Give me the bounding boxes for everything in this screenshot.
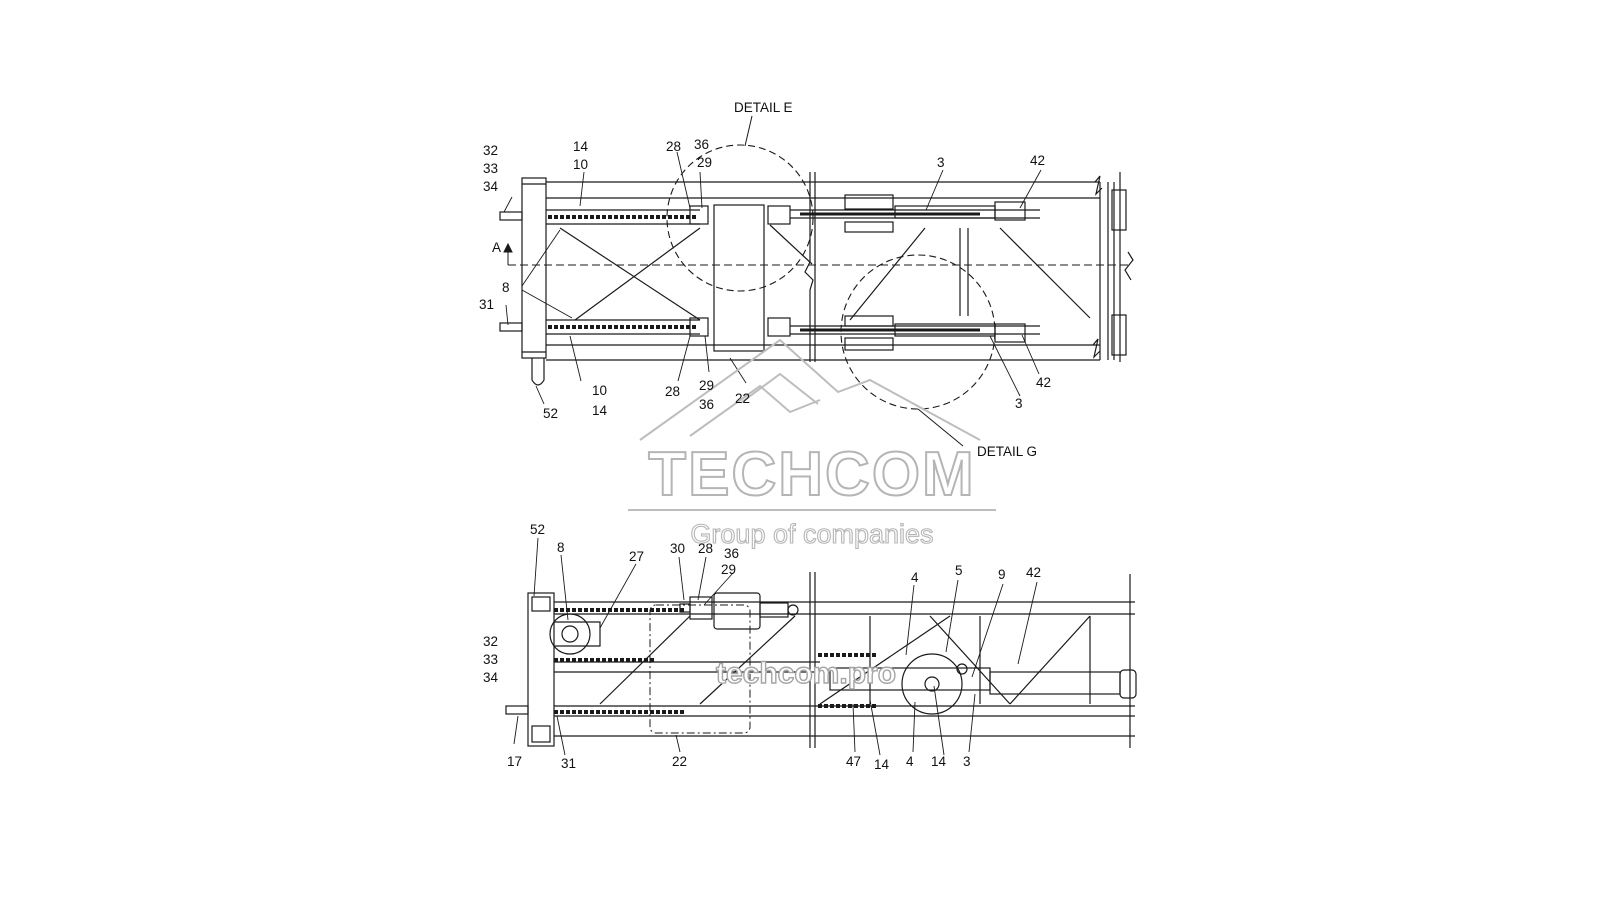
watermark-tagline: Group of companies [690, 519, 933, 549]
side-view-chains [554, 608, 878, 714]
callout-3-top-a: 3 [937, 155, 945, 170]
callout-10-top-a: 10 [573, 157, 588, 172]
detail-circles [666, 144, 996, 410]
callout-22-side: 22 [672, 754, 687, 769]
callout-10-top-b: 10 [592, 383, 607, 398]
side-view-drawing [505, 572, 1137, 748]
callout-31-side: 31 [561, 756, 576, 771]
callout-28-top-b: 28 [665, 384, 680, 399]
watermark-brand: TECHCOM [648, 440, 975, 509]
carriage-outline [649, 604, 751, 734]
callout-42-top-b: 42 [1036, 375, 1051, 390]
callout-27-side: 27 [629, 549, 644, 564]
callout-52-side: 52 [530, 522, 545, 537]
callout-29-top-a: 29 [697, 155, 712, 170]
callout-8-side: 8 [557, 540, 565, 555]
techcom-logo-mark [628, 338, 996, 511]
callout-3-side: 3 [963, 754, 971, 769]
callout-14-side-b: 14 [931, 754, 947, 769]
callout-36-side: 36 [724, 546, 739, 561]
callout-42-top-a: 42 [1030, 153, 1045, 168]
callout-3-top-b: 3 [1015, 396, 1023, 411]
callout-33-side: 33 [483, 652, 498, 667]
callout-14-side-a: 14 [874, 757, 890, 772]
section-a-label: A [492, 240, 501, 255]
detail-g-label: DETAIL G [977, 444, 1037, 459]
callout-32-side: 32 [483, 634, 498, 649]
callout-30-side: 30 [670, 541, 685, 556]
callout-31-top: 31 [479, 297, 494, 312]
callout-28-side: 28 [698, 541, 713, 556]
callout-47-side: 47 [846, 754, 861, 769]
callout-36-top-a: 36 [694, 137, 709, 152]
callout-34-top: 34 [483, 179, 499, 194]
callout-9-side: 9 [998, 567, 1006, 582]
detail-e-label: DETAIL E [734, 100, 793, 115]
callout-14-top-a: 14 [573, 139, 589, 154]
callout-29-top-b: 29 [699, 378, 714, 393]
callout-28-top-a: 28 [666, 139, 681, 154]
watermark-url: techcom.pro [716, 657, 896, 690]
callout-52-top: 52 [543, 406, 558, 421]
callout-34-side: 34 [483, 670, 499, 685]
detail-leaders [744, 115, 964, 447]
top-view-drawing [499, 172, 1134, 386]
callout-22-top: 22 [735, 391, 750, 406]
callout-4-side-top: 4 [911, 570, 919, 585]
callout-8-top: 8 [502, 280, 510, 295]
top-view-chains [548, 212, 980, 332]
side-view-leaders [513, 537, 1038, 756]
callout-36-top-b: 36 [699, 397, 714, 412]
callout-4-side-bot: 4 [906, 754, 914, 769]
callout-17-side: 17 [507, 754, 522, 769]
callout-29-side: 29 [721, 562, 736, 577]
callout-32-top: 32 [483, 143, 498, 158]
section-line-a [503, 242, 1128, 266]
callout-33-top: 33 [483, 161, 498, 176]
callout-42-side: 42 [1026, 565, 1041, 580]
top-view-leaders [503, 151, 1042, 405]
callout-14-top-b: 14 [592, 403, 608, 418]
callout-5-side: 5 [955, 563, 963, 578]
